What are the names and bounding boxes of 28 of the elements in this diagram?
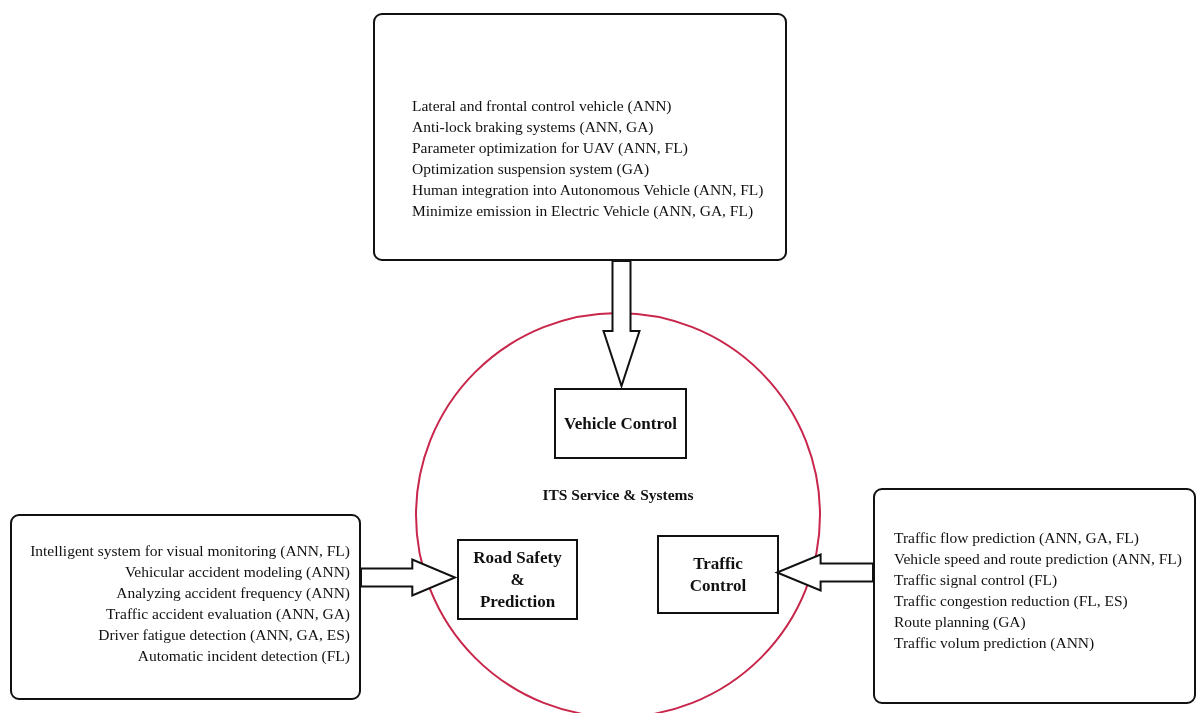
block-arrow [360, 558, 458, 597]
list-item: Traffic flow prediction (ANN, GA, FL) [894, 528, 1140, 548]
list-item: Route planning (GA) [894, 612, 1027, 632]
category-box: Road Safety & Prediction [457, 539, 578, 620]
block-arrow [774, 553, 874, 592]
list-item: Analyzing accident frequency (ANN) [115, 583, 350, 603]
list-item: Human integration into Autonomous Vehicle (ANN, FL) [412, 180, 765, 200]
category-box: Vehicle Control [554, 388, 687, 459]
list-item: Minimize emission in Electric Vehicle (ANN, GA, FL) [412, 201, 755, 221]
list-item: Traffic volum prediction (ANN) [894, 633, 1096, 653]
text-box [10, 514, 361, 700]
category-box: Traffic Control [657, 535, 779, 614]
text-box [373, 13, 787, 261]
list-item: Lateral and frontal control vehicle (ANN) [412, 96, 673, 116]
list-item: Traffic signal control (FL) [894, 570, 1059, 590]
list-item: Intelligent system for visual monitoring (ANN, FL) [29, 541, 350, 561]
list-item: Vehicular accident modeling (ANN) [123, 562, 350, 582]
circle-title: ITS Service & Systems [541, 486, 695, 504]
block-arrow [602, 260, 641, 390]
list-item: Optimization suspension system (GA) [412, 159, 651, 179]
list-item: Anti-lock braking systems (ANN, GA) [412, 117, 655, 137]
list-item: Vehicle speed and route prediction (ANN, FL) [894, 549, 1183, 569]
list-item: Traffic accident evaluation (ANN, GA) [104, 604, 350, 624]
list-item: Traffic congestion reduction (FL, ES) [894, 591, 1129, 611]
text-box [873, 488, 1196, 704]
list-item: Automatic incident detection (FL) [136, 646, 350, 666]
list-item: Parameter optimization for UAV (ANN, FL) [412, 138, 689, 158]
list-item: Driver fatigue detection (ANN, GA, ES) [97, 625, 350, 645]
